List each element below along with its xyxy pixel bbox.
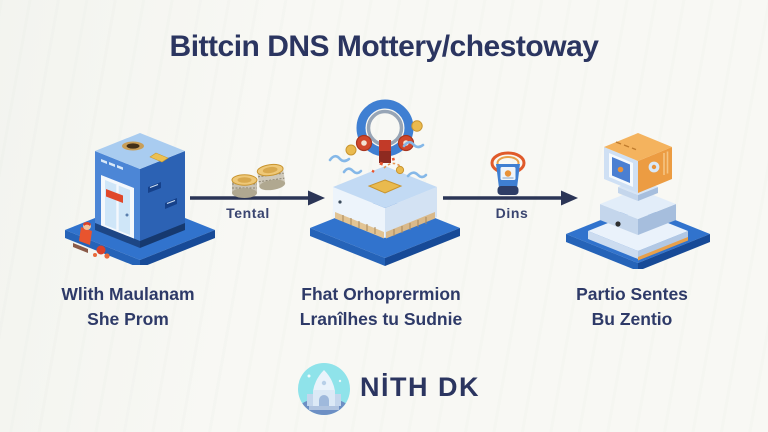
coin-stack-right	[256, 163, 286, 191]
caption-step-3: Partio Sentes Bu Zentio	[522, 282, 742, 332]
bucket-with-ring-icon	[490, 151, 526, 195]
kiosk-signage-marks	[101, 159, 123, 170]
arrow-label-dins: Dins	[495, 205, 529, 221]
red-door-sign	[106, 189, 123, 203]
flow-arrow-1	[190, 190, 325, 206]
arrow-label-tental: Tental	[226, 205, 270, 221]
mining-box	[333, 166, 437, 239]
monitor-top-marks	[615, 141, 637, 151]
floating-coins	[345, 120, 423, 175]
caption-line: Fhat Orhoprermion	[301, 284, 461, 304]
brand-logo-icon	[298, 363, 350, 415]
side-labels	[148, 182, 177, 209]
floating-birds	[328, 140, 428, 179]
dashed-spark	[383, 162, 401, 169]
roof-window	[149, 152, 169, 163]
brand-name: NİTH DK	[360, 372, 480, 402]
power-button	[615, 221, 621, 227]
atm-kiosk-illustration	[65, 133, 215, 265]
kiosk-building	[95, 133, 185, 248]
caption-line: Wlith Maulanam	[61, 284, 195, 304]
gold-chip	[367, 179, 403, 194]
caption-line: Bu Zentio	[591, 309, 673, 329]
magnet-ring	[355, 99, 415, 163]
arrowhead	[561, 190, 578, 206]
caption-line: Partio Sentes	[576, 284, 688, 304]
arrowhead	[308, 190, 325, 206]
coin-stack-left	[231, 174, 258, 198]
front-panel-strip	[335, 212, 435, 239]
caption-line: Lranîlhes tu Sudnie	[299, 309, 463, 329]
bucket-base	[497, 186, 519, 195]
coin-stacks-icon	[231, 163, 286, 198]
monitor	[604, 133, 672, 193]
page-title: Bittcin DNS Mottery/chestoway	[169, 30, 599, 63]
pendant	[379, 140, 391, 151]
mining-box-illustration	[310, 99, 460, 266]
confetti	[371, 157, 395, 173]
retro-computer-illustration	[566, 133, 710, 269]
caption-step-2: Fhat Orhoprermion Lranîlhes tu Sudnie	[268, 282, 494, 332]
sitting-person	[73, 222, 110, 259]
flow-arrow-2	[443, 190, 578, 206]
logo-building	[307, 370, 341, 410]
caption-line: She Prom	[87, 309, 169, 329]
caption-step-1: Wlith Maulanam She Prom	[18, 282, 238, 332]
